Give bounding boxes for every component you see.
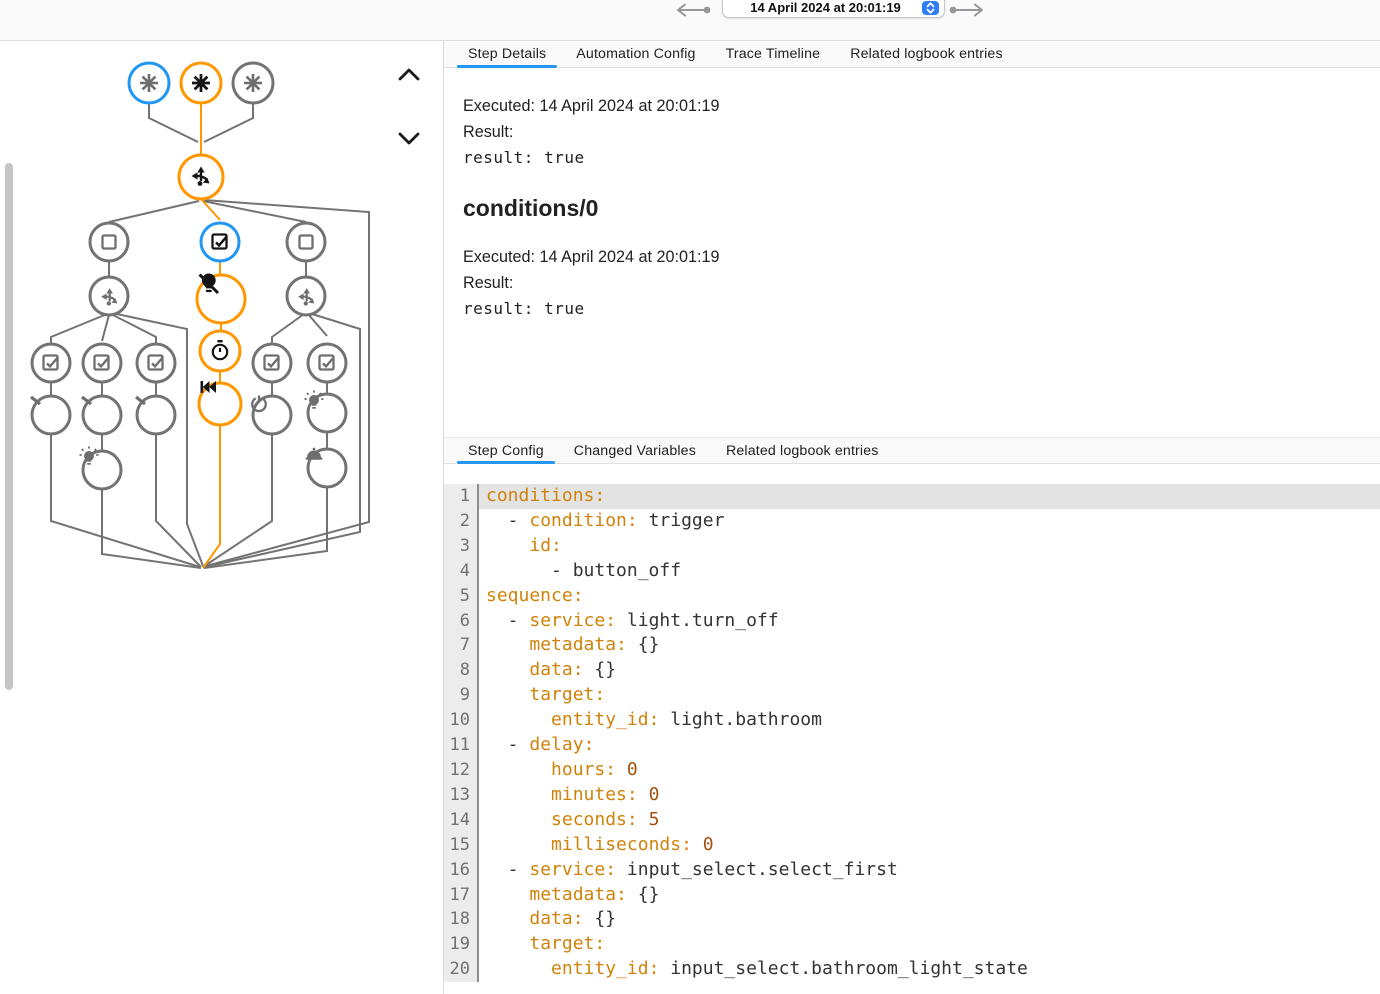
- service-node[interactable]: [305, 391, 347, 433]
- delay-node[interactable]: [200, 331, 240, 371]
- trace-selector-value: 14 April 2024 at 20:01:19: [750, 0, 901, 15]
- code-line: 19 target:: [444, 932, 1380, 957]
- code-line: 8 data: {}: [444, 658, 1380, 683]
- code-line: 15 milliseconds: 0: [444, 833, 1380, 858]
- executed-timestamp: Executed: 14 April 2024 at 20:01:19: [463, 93, 1363, 119]
- service-node[interactable]: [31, 396, 70, 434]
- option-node[interactable]: [287, 223, 325, 261]
- main-tabbar: Step Details Automation Config Trace Tim…: [444, 41, 1380, 68]
- tab-related-logbook-entries[interactable]: Related logbook entries: [711, 438, 894, 463]
- asterisk-icon: [192, 74, 210, 92]
- trigger-node-active[interactable]: [181, 63, 221, 103]
- config-tabbar: Step Config Changed Variables Related lo…: [444, 437, 1380, 464]
- trace-toolbar: 14 April 2024 at 20:01:19: [0, 0, 1380, 41]
- option-node[interactable]: [90, 223, 128, 261]
- asterisk-icon: [140, 74, 158, 92]
- automation-trace-graph-panel: [0, 41, 443, 994]
- condition-node[interactable]: [32, 344, 70, 382]
- code-line: 1conditions:: [444, 484, 1380, 509]
- condition-node[interactable]: [137, 344, 175, 382]
- next-trace-arrow-icon[interactable]: [946, 2, 990, 18]
- trigger-node[interactable]: [233, 63, 273, 103]
- code-line: 9 target:: [444, 683, 1380, 708]
- code-line: 6 - service: light.turn_off: [444, 609, 1380, 634]
- service-input-select-first-node[interactable]: [199, 381, 241, 425]
- tab-automation-config[interactable]: Automation Config: [561, 41, 710, 67]
- tab-changed-variables[interactable]: Changed Variables: [559, 438, 711, 463]
- condition-node[interactable]: [83, 344, 121, 382]
- trigger-node-selected[interactable]: [129, 63, 169, 103]
- result-label: Result:: [463, 119, 1363, 145]
- service-node[interactable]: [82, 396, 121, 434]
- code-line: 14 seconds: 5: [444, 808, 1380, 833]
- code-line: 11 - delay:: [444, 733, 1380, 758]
- yaml-code-editor[interactable]: 1conditions:2 - condition: trigger3 id:4…: [444, 464, 1380, 994]
- code-line: 16 - service: input_select.select_first: [444, 858, 1380, 883]
- code-line: 17 metadata: {}: [444, 883, 1380, 908]
- previous-trace-arrow-icon[interactable]: [670, 2, 714, 18]
- result-value: result: true: [463, 145, 1363, 171]
- tab-step-details[interactable]: Step Details: [453, 41, 561, 67]
- service-node[interactable]: [306, 448, 347, 487]
- step-details-content: Executed: 14 April 2024 at 20:01:19 Resu…: [463, 93, 1363, 322]
- code-line: 2 - condition: trigger: [444, 509, 1380, 534]
- service-light-turn-off-node[interactable]: [197, 273, 245, 323]
- select-stepper-icon: [922, 1, 939, 15]
- choose-node-nested[interactable]: [287, 277, 325, 315]
- asterisk-icon: [244, 74, 262, 92]
- condition-node[interactable]: [308, 344, 346, 382]
- result-label: Result:: [463, 270, 1363, 296]
- choose-node[interactable]: [179, 155, 223, 199]
- tab-related-logbook-entries[interactable]: Related logbook entries: [835, 41, 1018, 67]
- service-node[interactable]: [80, 447, 122, 490]
- condition-node-selected[interactable]: [201, 223, 239, 261]
- code-line: 5sequence:: [444, 584, 1380, 609]
- code-lines: 1conditions:2 - condition: trigger3 id:4…: [444, 484, 1380, 982]
- step-path-heading: conditions/0: [463, 195, 1363, 222]
- tab-step-config[interactable]: Step Config: [453, 438, 559, 463]
- trace-graph: [0, 41, 443, 994]
- trace-selector[interactable]: 14 April 2024 at 20:01:19: [722, 0, 945, 18]
- trace-details-panel: Step Details Automation Config Trace Tim…: [443, 41, 1380, 994]
- service-node[interactable]: [136, 396, 175, 434]
- executed-timestamp: Executed: 14 April 2024 at 20:01:19: [463, 244, 1363, 270]
- code-line: 4 - button_off: [444, 559, 1380, 584]
- code-line: 20 entity_id: input_select.bathroom_ligh…: [444, 957, 1380, 982]
- code-line: 7 metadata: {}: [444, 633, 1380, 658]
- result-value: result: true: [463, 296, 1363, 322]
- code-line: 3 id:: [444, 534, 1380, 559]
- condition-node[interactable]: [253, 344, 291, 382]
- code-line: 10 entity_id: light.bathroom: [444, 708, 1380, 733]
- tab-trace-timeline[interactable]: Trace Timeline: [711, 41, 836, 67]
- service-node[interactable]: [252, 396, 291, 435]
- code-line: 13 minutes: 0: [444, 783, 1380, 808]
- code-line: 18 data: {}: [444, 907, 1380, 932]
- code-line: 12 hours: 0: [444, 758, 1380, 783]
- choose-node-nested[interactable]: [90, 277, 128, 315]
